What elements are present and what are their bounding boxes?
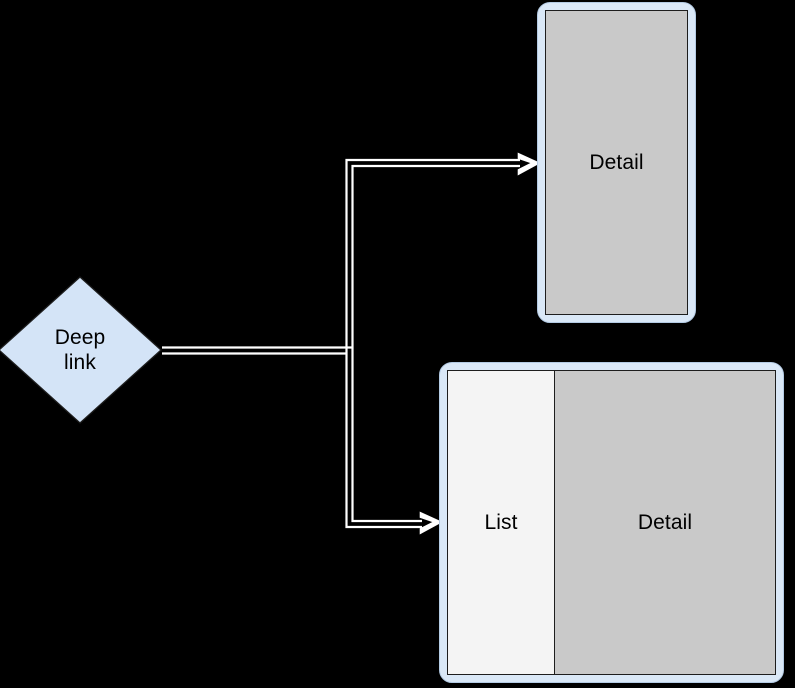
node-deep-link-label-line2: link (64, 351, 96, 374)
phone-pane-detail-label: Detail (589, 150, 644, 174)
node-tablet-frame[interactable]: List Detail (439, 362, 784, 683)
tablet-pane-detail-label: Detail (637, 510, 693, 534)
diamond-shape-icon (0, 276, 162, 424)
tablet-screen: List Detail (447, 370, 776, 675)
node-phone-frame[interactable]: Detail (537, 2, 696, 323)
phone-screen: Detail (545, 10, 688, 315)
phone-pane-detail[interactable]: Detail (546, 11, 687, 314)
edge-deep-link-to-tablet (345, 347, 443, 535)
node-deep-link[interactable]: Deep link (0, 276, 162, 424)
tablet-pane-detail[interactable]: Detail (555, 371, 775, 674)
node-deep-link-label-line1: Deep (54, 326, 106, 349)
tablet-pane-list[interactable]: List (448, 371, 555, 674)
node-deep-link-label: Deep link (0, 276, 162, 424)
edge-trunk (162, 346, 353, 355)
edge-deep-link-to-phone (345, 152, 541, 354)
tablet-pane-list-label: List (484, 510, 518, 534)
